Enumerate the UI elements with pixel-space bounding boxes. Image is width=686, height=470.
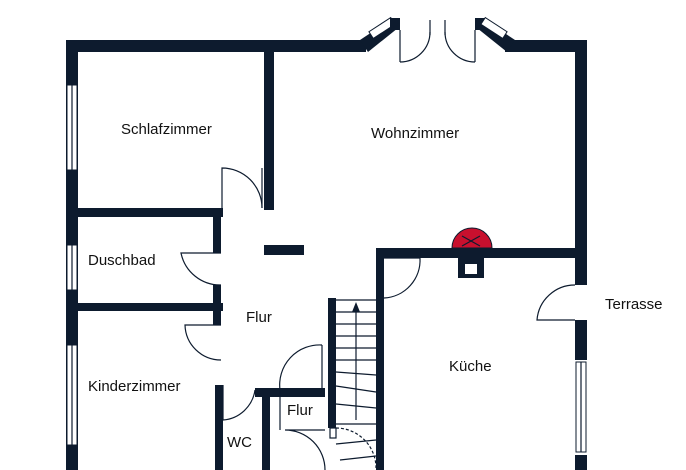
right-window — [575, 361, 587, 453]
room-label-flur-main: Flur — [246, 309, 272, 326]
interior-walls — [78, 52, 586, 470]
top-entrance — [360, 16, 515, 63]
door-swings — [180, 167, 576, 470]
room-label-flur-small: Flur — [287, 402, 313, 419]
room-label-kinderzimmer: Kinderzimmer — [88, 378, 181, 395]
room-label-duschbad: Duschbad — [88, 252, 156, 269]
room-label-terrasse: Terrasse — [605, 296, 663, 313]
room-label-kueche: Küche — [449, 358, 492, 375]
fireplace-icon — [451, 227, 493, 278]
room-label-wohnzimmer: Wohnzimmer — [371, 125, 460, 142]
room-label-wc: WC — [227, 434, 252, 451]
left-windows — [66, 84, 78, 446]
room-label-schlafzimmer: Schlafzimmer — [121, 121, 212, 138]
staircase-icon — [329, 299, 377, 469]
